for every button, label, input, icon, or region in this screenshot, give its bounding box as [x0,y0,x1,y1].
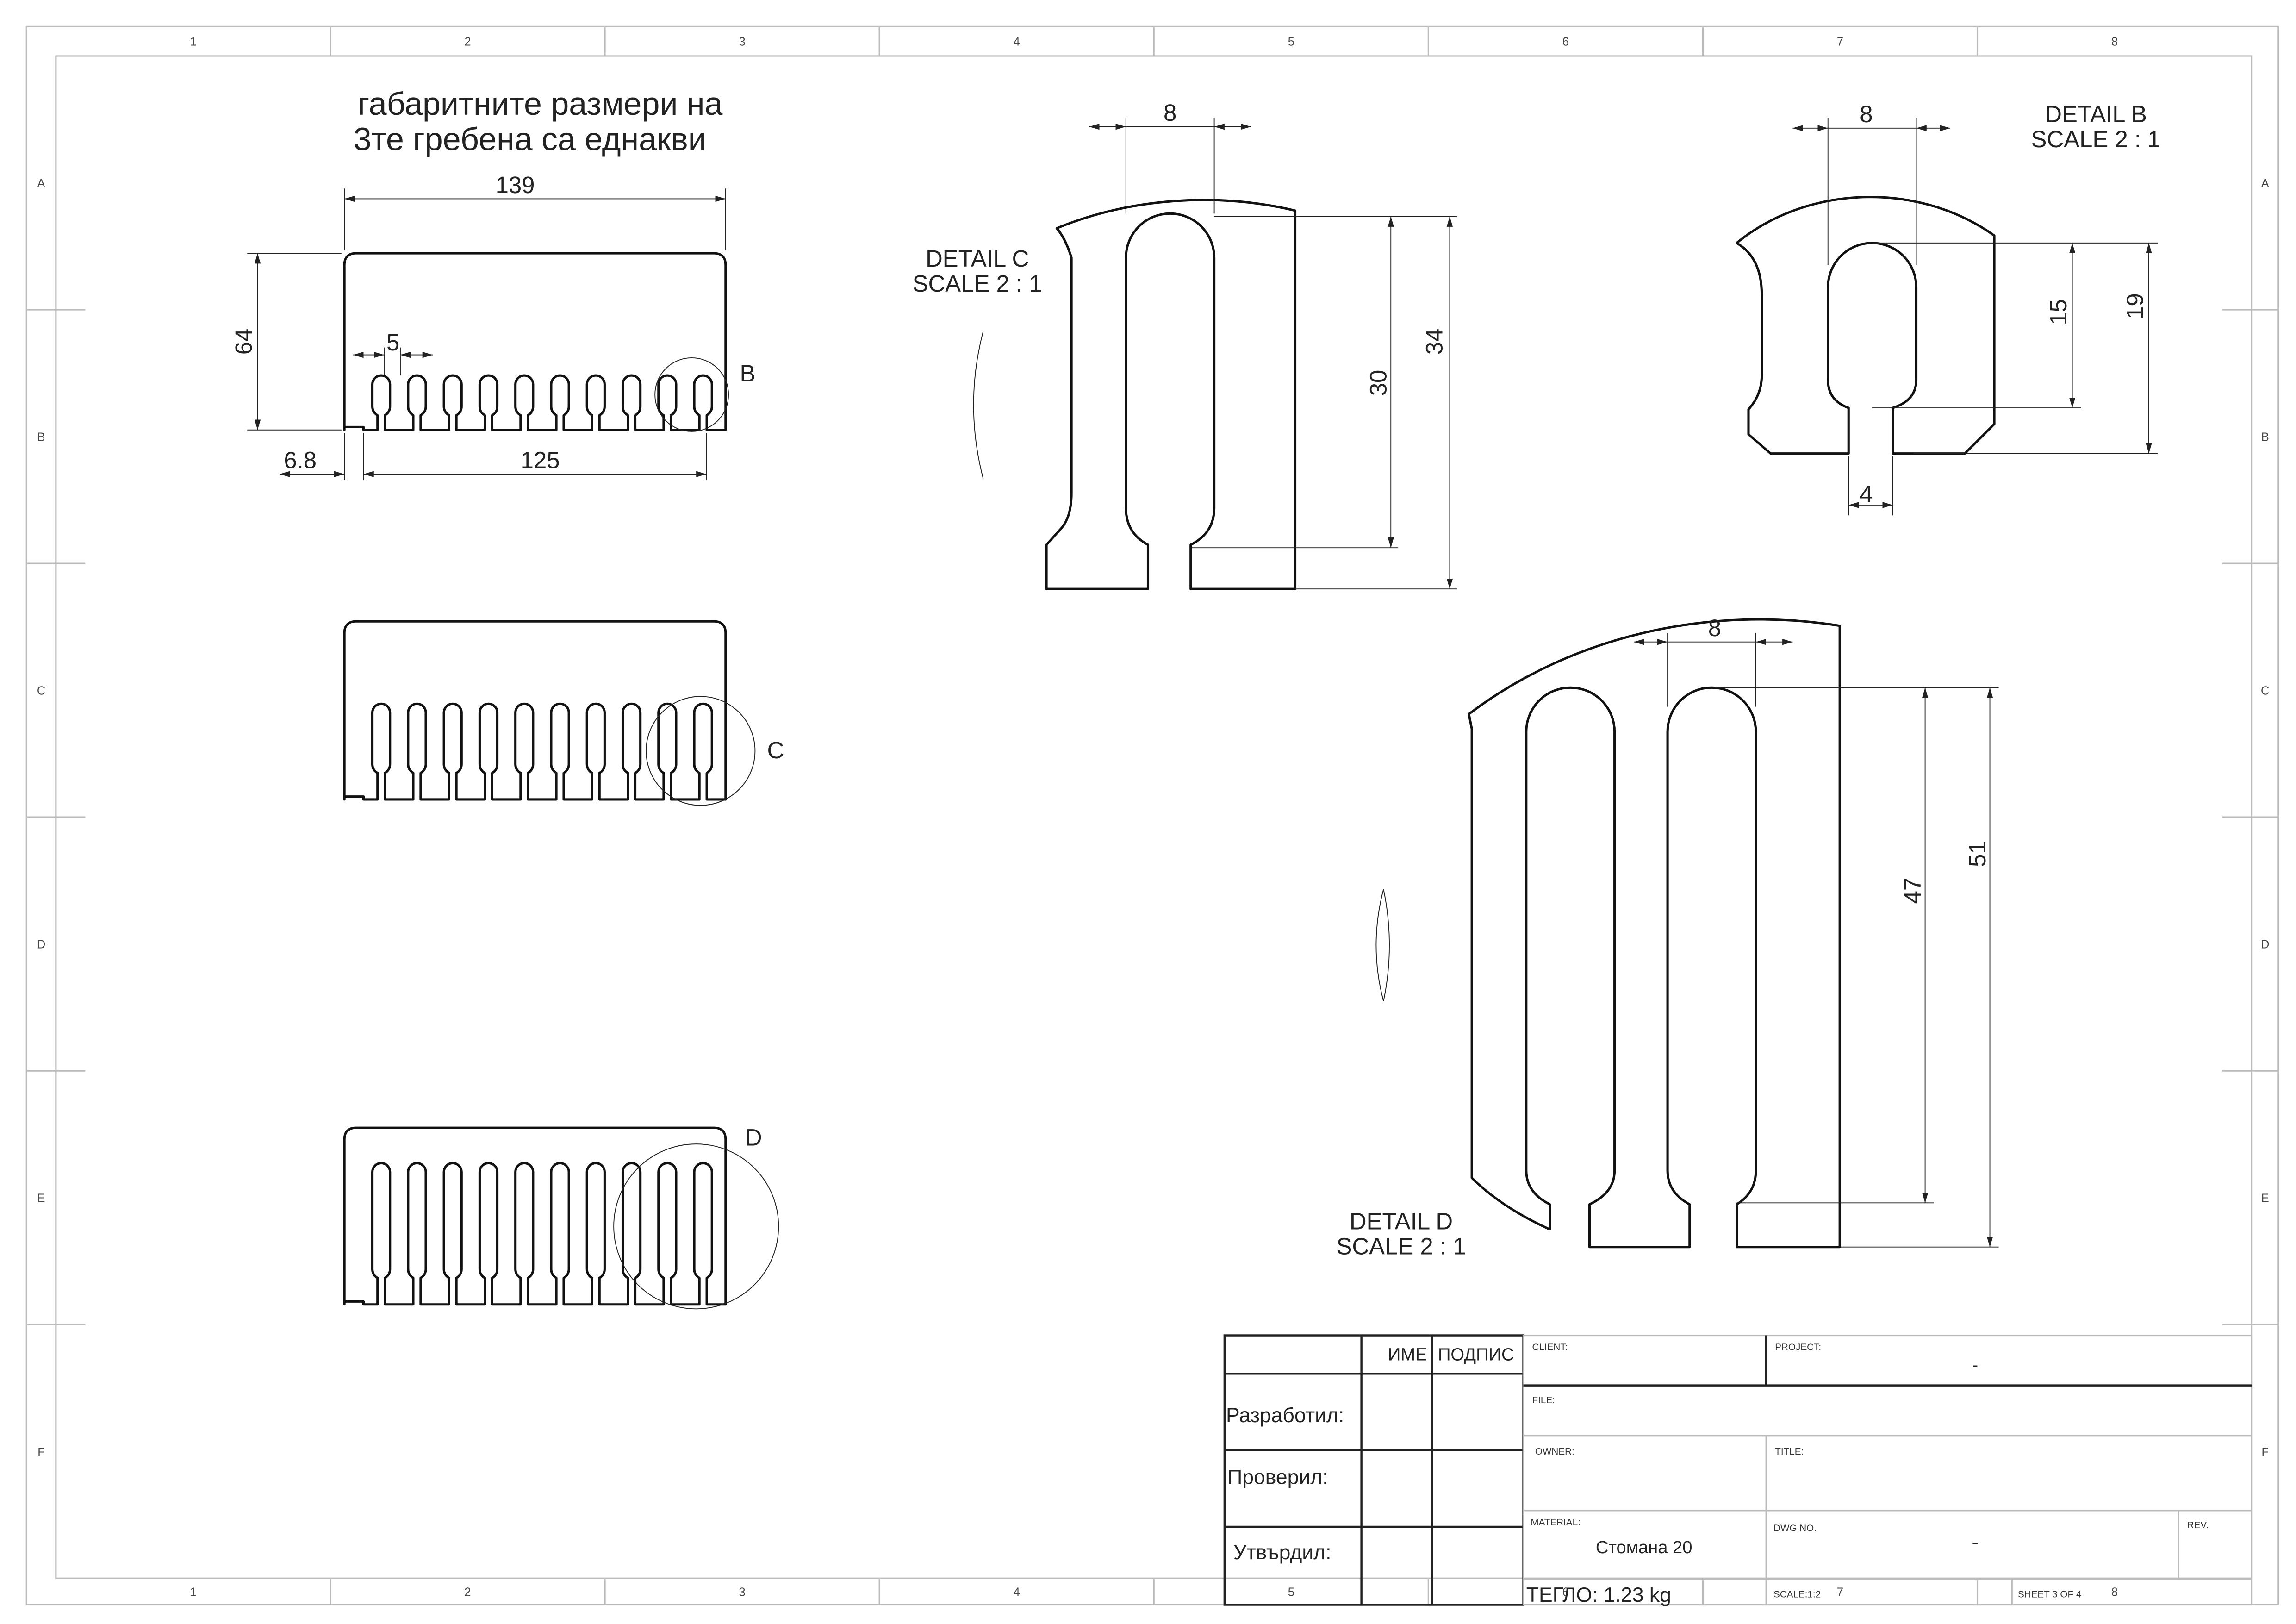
dim-6-8: 6.8 [284,447,317,473]
detail-d-dim-47: 47 [1899,878,1926,904]
zone-column-label: 3 [739,36,746,49]
zone-column-label: 6 [1562,36,1569,49]
detail-b-title: DETAIL B [2045,101,2147,127]
zone-row-label: E [2261,1192,2269,1205]
zone-column-label: 5 [1288,36,1294,49]
detail-c: DETAIL C SCALE 2 : 1 8 30 34 [913,100,1457,590]
zone-column-label: 3 [739,1586,746,1599]
detail-b-dim-4: 4 [1860,481,1873,507]
rev-label: REV. [2187,1520,2209,1530]
zone-column-label: 2 [464,1586,471,1599]
zone-row-label: D [2261,938,2269,951]
project-label: PROJECT: [1775,1342,1821,1352]
owner-label: OWNER: [1535,1446,1574,1457]
zone-column-label: 7 [1837,1586,1843,1599]
detail-b-dim-19: 19 [2122,293,2148,319]
zone-column-label: 1 [190,36,196,49]
detail-c-title: DETAIL C [926,245,1029,272]
callout-d: D [745,1124,762,1150]
title-block: ИМЕ ПОДПИС Разработил: Проверил: Утвърди… [1223,1334,2253,1606]
zone-row-label: F [2261,1446,2269,1459]
dim-125: 125 [521,447,560,473]
zone-row-label: C [2261,685,2269,698]
signature-header: ПОДПИС [1438,1345,1514,1365]
note-line-2: 3те гребена са еднакви [354,121,706,157]
dwg-no-value: - [1972,1531,1979,1554]
zone-column-label: 4 [1014,1586,1020,1599]
comb-top-view: B 139 64 5 6.8 125 [230,172,756,480]
detail-b-scale: SCALE 2 : 1 [2031,126,2161,152]
dim-5: 5 [386,329,399,356]
zone-column-label: 4 [1014,36,1020,49]
zone-column-label: 8 [2111,1586,2118,1599]
detail-c-dim-8: 8 [1164,100,1176,126]
dim-64: 64 [230,329,257,355]
zone-row-label: F [37,1446,45,1459]
zone-row-label: E [37,1192,45,1205]
project-value: - [1972,1355,1978,1375]
comb-middle-view: C [343,620,784,806]
detail-d-dim-51: 51 [1964,841,1991,867]
detail-c-dim-34: 34 [1421,329,1448,355]
detail-d-dim-8: 8 [1708,615,1721,641]
zone-row-label: B [37,431,45,444]
checked-by-label: Проверил: [1227,1466,1328,1489]
material-value: Стомана 20 [1596,1537,1692,1557]
detail-c-scale: SCALE 2 : 1 [913,270,1042,297]
zone-column-label: 6 [1562,1586,1569,1599]
zone-row-label: C [37,685,45,698]
detail-c-dim-30: 30 [1365,370,1392,396]
weight-value: ТЕГЛО: 1.23 kg [1526,1584,1671,1606]
scale-value: SCALE:1:2 [1773,1589,1821,1600]
zone-column-label: 7 [1837,36,1843,49]
detail-b: DETAIL B SCALE 2 : 1 8 15 19 4 [1736,101,2161,516]
detail-d-title: DETAIL D [1350,1208,1453,1235]
dwg-no-label: DWG NO. [1773,1523,1817,1533]
detail-d: DETAIL D SCALE 2 : 1 8 47 51 [1336,615,1999,1260]
file-label: FILE: [1532,1395,1555,1405]
detail-b-dim-8: 8 [1860,101,1873,127]
name-header: ИМЕ [1388,1345,1427,1365]
zone-column-label: 2 [464,36,471,49]
material-label: MATERIAL: [1531,1517,1580,1528]
zone-row-label: A [2261,177,2269,190]
dim-139: 139 [496,172,535,198]
zone-row-label: A [37,177,45,190]
zone-column-label: 1 [190,1586,196,1599]
comb-bottom-view: D [343,1124,779,1310]
detail-d-scale: SCALE 2 : 1 [1336,1233,1466,1260]
developed-by-label: Разработил: [1226,1404,1344,1427]
zone-column-label: 8 [2111,36,2118,49]
detail-b-dim-15: 15 [2045,299,2072,325]
zone-column-label: 5 [1288,1586,1294,1599]
title-label: TITLE: [1775,1446,1804,1457]
callout-c: C [767,737,784,763]
note-line-1: габаритните размери на [358,86,723,122]
approved-by-label: Утвърдил: [1233,1541,1332,1564]
zone-row-label: B [2261,431,2269,444]
sheet-value: SHEET 3 OF 4 [2018,1589,2081,1600]
callout-b: B [740,360,756,387]
client-label: CLIENT: [1532,1342,1568,1352]
zone-row-label: D [37,938,45,951]
